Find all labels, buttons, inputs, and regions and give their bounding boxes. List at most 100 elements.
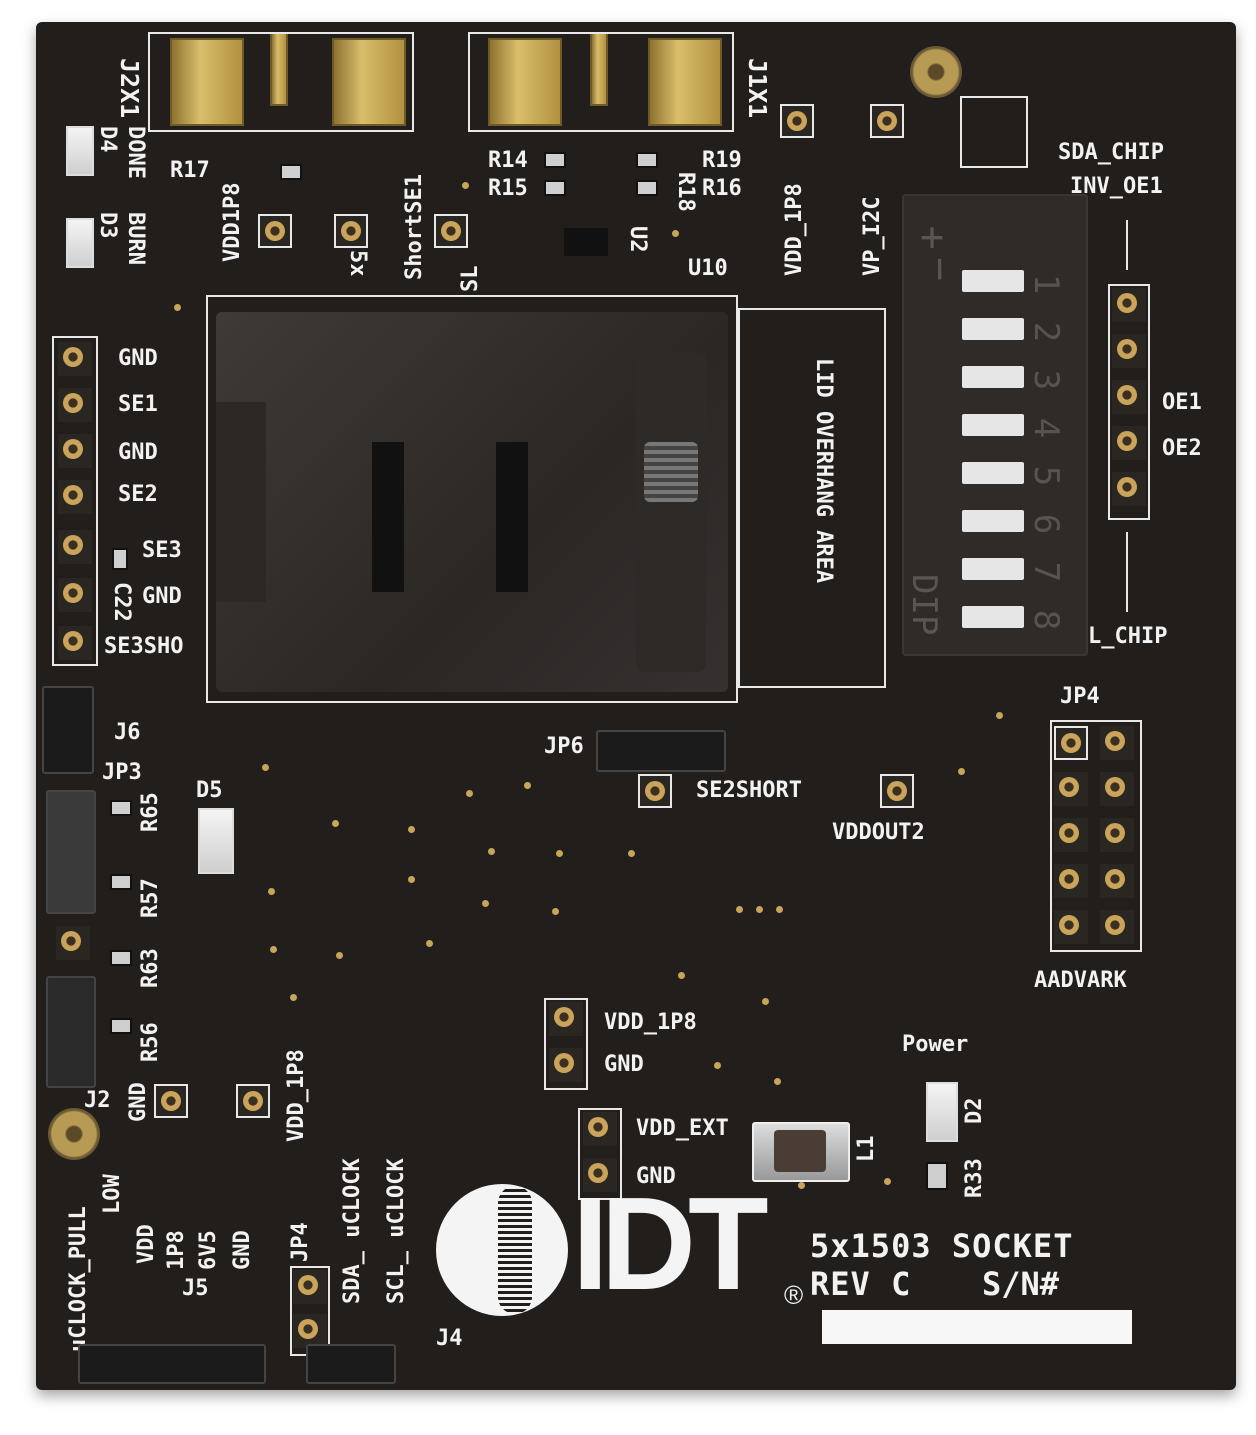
oe-pad-1[interactable] bbox=[1112, 288, 1146, 322]
vdd-1p8-mid-header bbox=[544, 998, 588, 1090]
sl-label: SL bbox=[458, 265, 483, 293]
dip-switch[interactable]: + − 1 2 3 4 5 6 7 8 DIP bbox=[902, 194, 1088, 656]
aadvark-pin-2[interactable] bbox=[1100, 726, 1134, 760]
j6-jumper[interactable] bbox=[42, 686, 94, 774]
j4-header[interactable] bbox=[306, 1344, 396, 1384]
done-label: DONE bbox=[123, 126, 148, 179]
se3-pad[interactable] bbox=[58, 530, 92, 564]
se3short-pad[interactable] bbox=[58, 626, 92, 660]
aadvark-pin-6[interactable] bbox=[1100, 818, 1134, 852]
oe-pad-4[interactable] bbox=[1112, 426, 1146, 460]
dip-switch-5[interactable] bbox=[962, 462, 1024, 484]
aadvark-pin-5[interactable] bbox=[1054, 818, 1088, 852]
vdd-ext-label: VDD_EXT bbox=[636, 1116, 729, 1141]
oe-pad-2[interactable] bbox=[1112, 334, 1146, 368]
dip-switch-1[interactable] bbox=[962, 270, 1024, 292]
lid-overhang-label: LID OVERHANG AREA bbox=[811, 358, 836, 584]
r15-part bbox=[544, 180, 566, 196]
idt-logo-slash bbox=[498, 1186, 532, 1314]
j1x1-pad-left bbox=[488, 38, 562, 126]
vddout2-pad[interactable] bbox=[880, 774, 914, 808]
vdd-1p8-left-pad[interactable] bbox=[236, 1084, 270, 1118]
shortse1-label: ShortSE1 bbox=[402, 174, 427, 280]
gnd1-label: GND bbox=[118, 346, 158, 371]
dip-switch-4[interactable] bbox=[962, 414, 1024, 436]
via bbox=[762, 998, 769, 1005]
via bbox=[270, 946, 277, 953]
test-socket[interactable] bbox=[216, 312, 728, 692]
aadvark-pin-1[interactable] bbox=[1054, 726, 1088, 760]
r14-label: R14 bbox=[488, 148, 528, 173]
d4-label: D4 bbox=[95, 126, 120, 153]
se2-pad[interactable] bbox=[58, 480, 92, 514]
dip-switch-2[interactable] bbox=[962, 318, 1024, 340]
idt-reg-mark: ® bbox=[784, 1280, 804, 1310]
vdd-1p8-mid-pad[interactable] bbox=[549, 1002, 583, 1036]
oe-pad-3[interactable] bbox=[1112, 380, 1146, 414]
vp-i2c-pad[interactable] bbox=[870, 104, 904, 138]
j1x1-outline bbox=[468, 32, 734, 132]
se2short-pad[interactable] bbox=[638, 774, 672, 808]
dip-label: DIP bbox=[904, 574, 944, 636]
aadvark-pin-3[interactable] bbox=[1054, 772, 1088, 806]
via bbox=[462, 182, 469, 189]
gnd-mid-pad[interactable] bbox=[549, 1048, 583, 1082]
inductor-l1 bbox=[752, 1122, 850, 1182]
vdd-1p8-top-pad[interactable] bbox=[780, 104, 814, 138]
gnd2-pad[interactable] bbox=[58, 434, 92, 468]
aadvark-pin-4[interactable] bbox=[1100, 772, 1134, 806]
vdd1p8-pad[interactable] bbox=[258, 214, 292, 248]
dip-switch-6[interactable] bbox=[962, 510, 1024, 532]
r56-label: R56 bbox=[138, 1022, 163, 1062]
se1-pad[interactable] bbox=[58, 388, 92, 422]
dip-switch-8[interactable] bbox=[962, 606, 1024, 628]
shortse1-pad[interactable] bbox=[334, 214, 368, 248]
jp4-aadvark-header[interactable] bbox=[1050, 720, 1142, 952]
jp3-pad[interactable] bbox=[56, 926, 90, 960]
dip-num-6: 6 bbox=[1026, 513, 1067, 535]
gnd-left-pad[interactable] bbox=[154, 1084, 188, 1118]
gnd1-pad[interactable] bbox=[58, 342, 92, 376]
sl-pad[interactable] bbox=[434, 214, 468, 248]
aadvark-pin-9[interactable] bbox=[1054, 910, 1088, 944]
r16-part bbox=[636, 180, 658, 196]
jp4-bottom-pad-1[interactable] bbox=[293, 1270, 327, 1304]
se3short-label: SE3SHO bbox=[104, 634, 184, 659]
dip-num-4: 4 bbox=[1026, 417, 1067, 439]
r18-label: R18 bbox=[673, 172, 698, 212]
oe-pad-5[interactable] bbox=[1112, 472, 1146, 506]
vdd-ext-pad[interactable] bbox=[583, 1112, 617, 1146]
vdd1p8-label: VDD1P8 bbox=[220, 182, 245, 262]
jp6-header[interactable] bbox=[596, 730, 726, 772]
sn-label: S/N# bbox=[982, 1265, 1060, 1303]
aadvark-pin-7[interactable] bbox=[1054, 864, 1088, 898]
j4-label: J4 bbox=[436, 1326, 463, 1351]
se3-label: SE3 bbox=[142, 538, 182, 563]
dip-num-8: 8 bbox=[1026, 609, 1067, 631]
uclock-pull-label: uCLOCK_PULL bbox=[66, 1206, 91, 1352]
j1x1-pad-right bbox=[648, 38, 722, 126]
gnd-ext-pad[interactable] bbox=[583, 1158, 617, 1192]
via bbox=[556, 850, 563, 857]
j2-jumper[interactable] bbox=[46, 976, 96, 1088]
via bbox=[996, 712, 1003, 719]
jp4-bottom-pad-2[interactable] bbox=[293, 1314, 327, 1348]
c22-label: C22 bbox=[109, 582, 134, 622]
j5-header[interactable] bbox=[78, 1344, 266, 1384]
r19-label: R19 bbox=[702, 148, 742, 173]
inv-oe1-label: INV_OE1 bbox=[1070, 174, 1163, 199]
vdd-1p8-top-label: VDD_1P8 bbox=[782, 183, 807, 276]
via bbox=[262, 764, 269, 771]
aadvark-pin-8[interactable] bbox=[1100, 864, 1134, 898]
gnd3-pad[interactable] bbox=[58, 578, 92, 612]
led-d3 bbox=[66, 218, 94, 268]
led-d4 bbox=[66, 126, 94, 176]
dip-switch-7[interactable] bbox=[962, 558, 1024, 580]
via bbox=[332, 820, 339, 827]
c22-part bbox=[112, 548, 128, 570]
aadvark-pin-10[interactable] bbox=[1100, 910, 1134, 944]
via bbox=[290, 994, 297, 1001]
dip-switch-3[interactable] bbox=[962, 366, 1024, 388]
jp3-jumper[interactable] bbox=[46, 790, 96, 914]
r63-part bbox=[110, 950, 132, 966]
